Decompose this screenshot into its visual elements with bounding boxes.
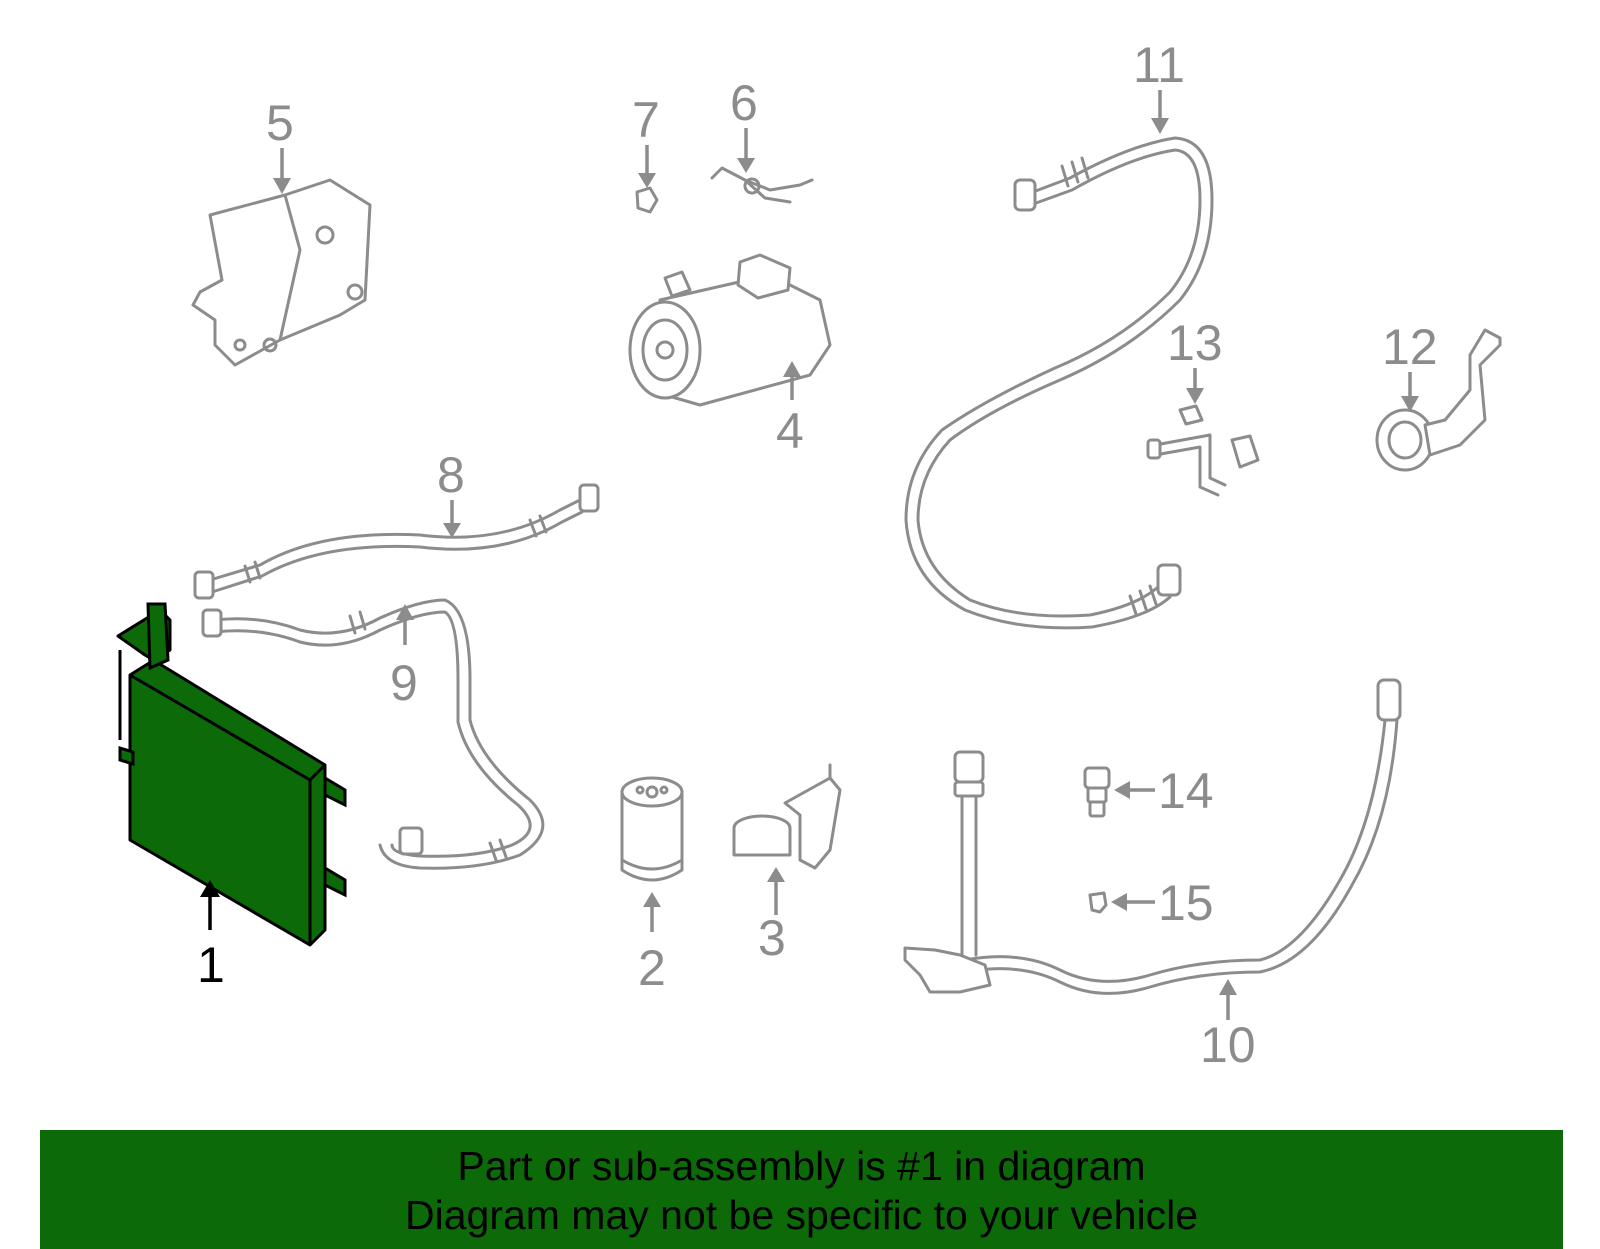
part-8-hose[interactable] xyxy=(193,483,600,600)
callout-2[interactable]: 2 xyxy=(638,940,666,996)
part-5-mounting-bracket[interactable] xyxy=(191,178,372,367)
part-3-drier-bracket[interactable] xyxy=(732,763,842,870)
part-13-pipe[interactable] xyxy=(1146,404,1260,497)
part-12-expansion-valve[interactable] xyxy=(1375,328,1502,472)
part-2-receiver-drier[interactable] xyxy=(620,776,684,882)
callout-arrow-3 xyxy=(767,867,785,915)
callout-15[interactable]: 15 xyxy=(1158,875,1214,931)
banner-line-2: Diagram may not be specific to your vehi… xyxy=(404,1192,1198,1238)
part-7-fitting[interactable] xyxy=(635,186,659,214)
callout-arrow-6 xyxy=(737,128,755,173)
callout-arrow-5 xyxy=(273,148,291,194)
callout-arrow-14 xyxy=(1114,781,1155,799)
callout-arrow-11 xyxy=(1151,90,1169,134)
callout-13[interactable]: 13 xyxy=(1167,315,1223,371)
callout-9[interactable]: 9 xyxy=(390,655,418,711)
info-banner: Part or sub-assembly is #1 in diagram Di… xyxy=(40,1130,1563,1249)
callout-arrow-1 xyxy=(200,880,220,930)
callout-4[interactable]: 4 xyxy=(776,403,804,459)
part-6-harness[interactable] xyxy=(710,166,814,204)
callout-arrow-15 xyxy=(1111,893,1155,911)
callout-6[interactable]: 6 xyxy=(730,75,758,131)
callout-1[interactable]: 1 xyxy=(197,937,225,993)
part-9-hose[interactable] xyxy=(201,598,545,870)
parts-diagram: 1 2 3 4 xyxy=(116,37,1502,1073)
callout-11[interactable]: 11 xyxy=(1133,37,1185,93)
callout-3[interactable]: 3 xyxy=(758,910,786,966)
part-4-compressor[interactable] xyxy=(628,253,832,407)
callout-arrow-9 xyxy=(396,604,414,645)
part-14-pressure-switch[interactable] xyxy=(1083,766,1111,818)
callout-arrow-13 xyxy=(1186,368,1204,404)
callout-14[interactable]: 14 xyxy=(1158,763,1214,819)
callout-12[interactable]: 12 xyxy=(1382,319,1438,375)
callout-arrow-10 xyxy=(1219,979,1237,1020)
callout-8[interactable]: 8 xyxy=(437,447,465,503)
callout-7[interactable]: 7 xyxy=(632,92,660,148)
part-11-hose[interactable] xyxy=(904,136,1214,630)
banner-line-1: Part or sub-assembly is #1 in diagram xyxy=(457,1143,1146,1189)
callout-5[interactable]: 5 xyxy=(266,95,294,151)
callout-arrow-7 xyxy=(638,145,656,188)
part-1-condenser[interactable] xyxy=(116,602,347,947)
callout-arrow-8 xyxy=(443,500,461,538)
part-10-hose[interactable] xyxy=(903,678,1402,995)
callout-10[interactable]: 10 xyxy=(1200,1017,1256,1073)
part-15-valve-cap[interactable] xyxy=(1088,891,1108,914)
callout-arrow-12 xyxy=(1401,372,1419,412)
callout-arrow-2 xyxy=(643,892,661,932)
callout-arrow-4 xyxy=(783,361,801,400)
